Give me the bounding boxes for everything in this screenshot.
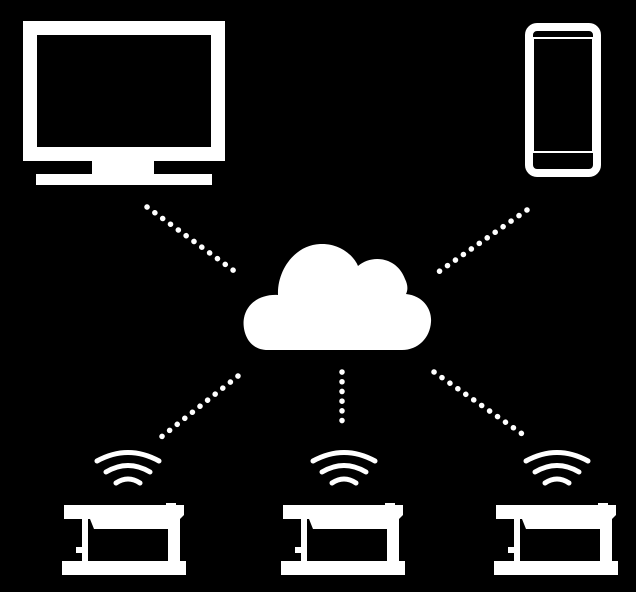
sewing-machine-icon [280, 502, 406, 576]
smartphone-icon [525, 23, 601, 177]
connector-cloud-machine-right [431, 369, 531, 441]
sewing-machine-icon [61, 502, 187, 576]
wifi-signal-icon [94, 450, 162, 486]
sewing-machine-icon [493, 502, 619, 576]
desktop-monitor-icon [23, 21, 225, 185]
wifi-signal-icon [310, 450, 378, 486]
connector-monitor-cloud [144, 204, 240, 276]
cloud-icon [243, 243, 432, 350]
connector-cloud-machine-left [157, 373, 241, 441]
connectors [144, 204, 531, 441]
connector-phone-cloud [434, 207, 530, 276]
wifi-signal-icon [523, 450, 591, 486]
